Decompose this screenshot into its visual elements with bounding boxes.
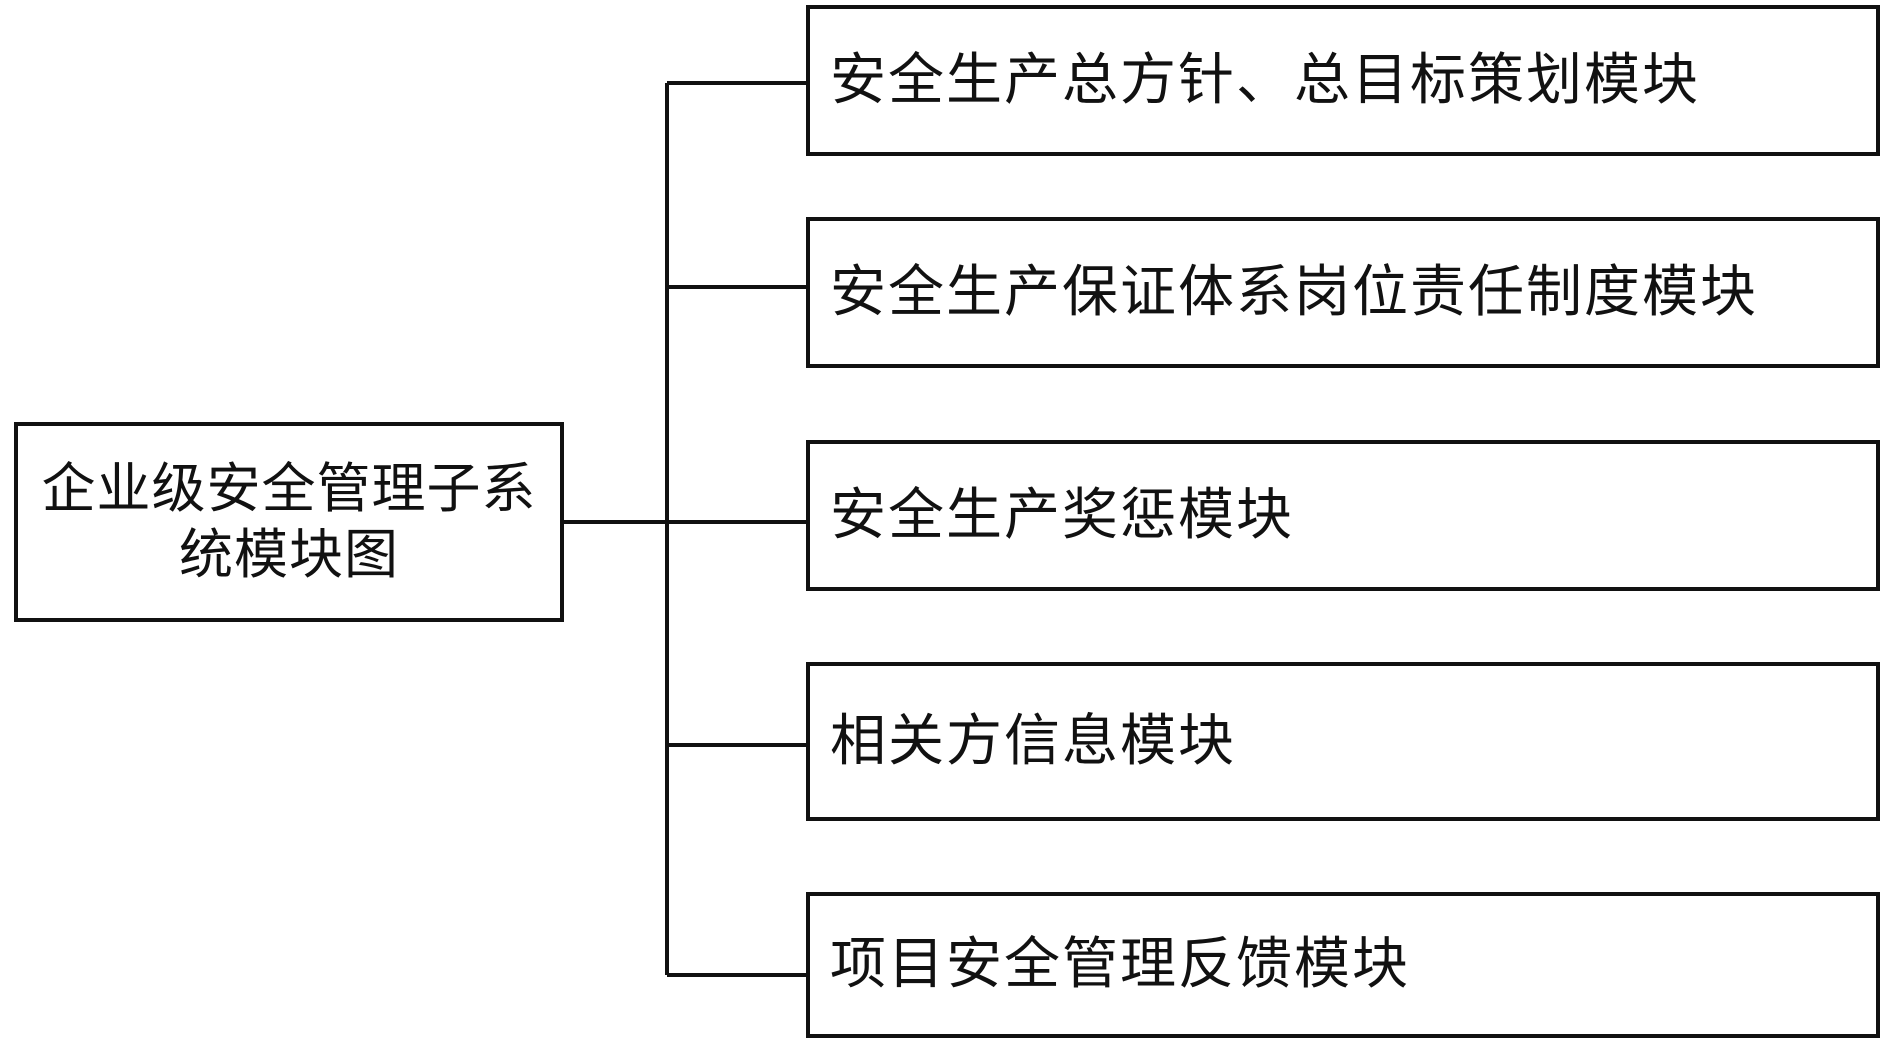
module-label-2: 安全生产保证体系岗位责任制度模块 (830, 259, 1758, 325)
root-label: 企业级安全管理子系统模块图 (41, 457, 537, 586)
module-label-4: 相关方信息模块 (830, 708, 1236, 774)
module-node-4: 相关方信息模块 (806, 662, 1880, 821)
module-label-5: 项目安全管理反馈模块 (830, 932, 1410, 997)
module-label-1: 安全生产总方针、总目标策划模块 (830, 47, 1700, 113)
module-node-5: 项目安全管理反馈模块 (806, 892, 1880, 1038)
module-node-2: 安全生产保证体系岗位责任制度模块 (806, 217, 1880, 368)
module-label-3: 安全生产奖惩模块 (830, 482, 1294, 548)
root-node: 企业级安全管理子系统模块图 (14, 422, 564, 622)
module-node-3: 安全生产奖惩模块 (806, 440, 1880, 591)
module-node-1: 安全生产总方针、总目标策划模块 (806, 5, 1880, 156)
